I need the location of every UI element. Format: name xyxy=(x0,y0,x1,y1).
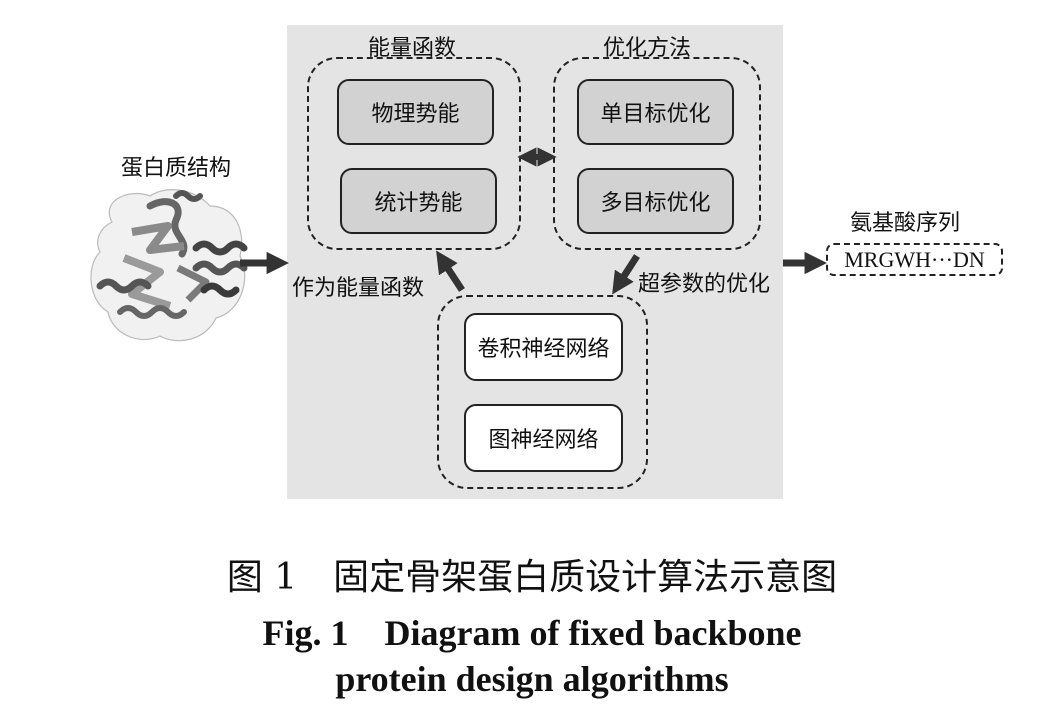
neural-network-group xyxy=(437,295,648,489)
optimization-method-title: 优化方法 xyxy=(603,36,692,61)
gnn-box: 图神经网络 xyxy=(464,404,623,472)
cnn-box: 卷积神经网络 xyxy=(464,313,623,381)
protein-structure-image xyxy=(90,189,248,342)
amino-acid-sequence-label: 氨基酸序列 xyxy=(850,211,961,236)
multi-objective-box: 多目标优化 xyxy=(577,168,734,234)
statistical-potential-box: 统计势能 xyxy=(340,168,497,234)
arrow-nn-to-energy xyxy=(436,250,465,292)
caption-english-line1: Fig. 1 Diagram of fixed backbone xyxy=(262,613,802,653)
sequence-box: MRGWH···DN xyxy=(826,243,1003,276)
single-objective-box: 单目标优化 xyxy=(577,79,734,145)
physical-potential-box: 物理势能 xyxy=(337,79,494,145)
caption-chinese: 图 1 固定骨架蛋白质设计算法示意图 xyxy=(226,557,838,598)
caption-english-line2: protein design algorithms xyxy=(335,659,729,699)
arrow-optimization-to-nn xyxy=(612,254,640,295)
protein-structure-label: 蛋白质结构 xyxy=(121,156,232,181)
sequence-value: MRGWH···DN xyxy=(844,246,985,272)
energy-function-title: 能量函数 xyxy=(368,36,457,61)
hyperparameter-optimization-label: 超参数的优化 xyxy=(638,272,771,297)
as-energy-function-label: 作为能量函数 xyxy=(292,276,425,301)
